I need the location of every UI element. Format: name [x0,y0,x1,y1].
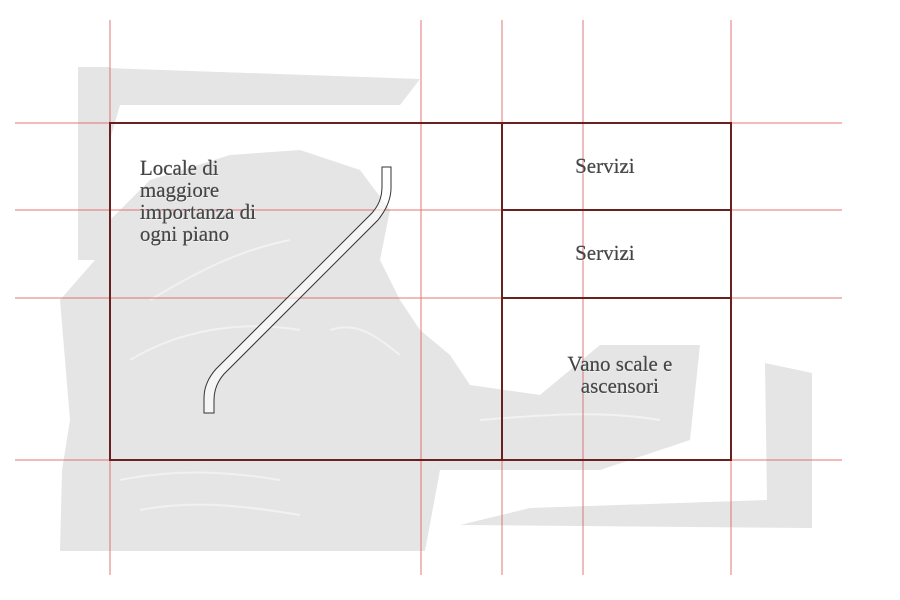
services-1-label: Servizi [575,154,635,178]
background-silhouette [60,67,812,551]
main-room-label-line: ogni piano [140,222,230,246]
ramp-icon [203,166,392,414]
room-walls [109,122,732,461]
main-room-label-line: importanza di [140,200,257,224]
main-room-label-line: maggiore [140,178,220,202]
services-2-label: Servizi [575,241,635,265]
main-room-label: Locale di maggiore importanza di ogni pi… [140,157,310,245]
stairs-label-line: ascensori [580,374,660,398]
main-room-label-line: Locale di [140,156,219,180]
stairs-label-line: Vano scale e [567,352,673,376]
outer-wall [109,122,732,461]
stairs-elevators-label: Vano scale e ascensori [545,353,695,397]
